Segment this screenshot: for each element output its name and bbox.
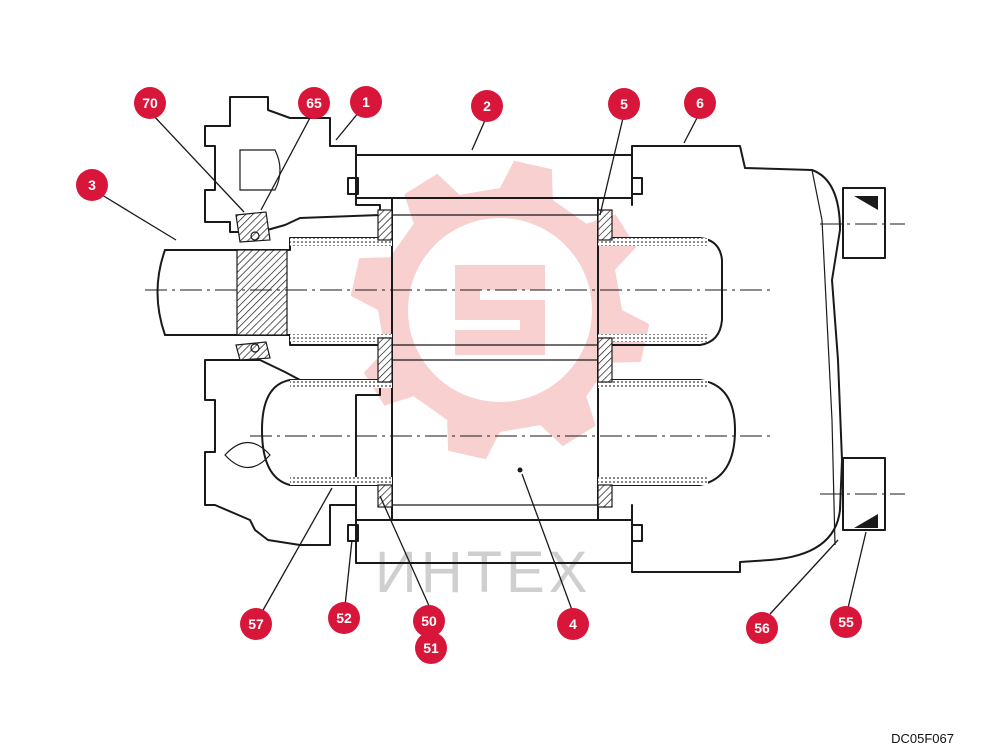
- driven-shaft: [261, 379, 736, 486]
- callout-65: 65: [298, 87, 330, 119]
- svg-text:2: 2: [483, 98, 491, 114]
- callout-6: 6: [684, 87, 716, 119]
- callout-2: 2: [471, 90, 503, 122]
- svg-text:6: 6: [696, 95, 704, 111]
- drawing-code: DC05F067: [891, 731, 954, 746]
- callout-51: 51: [415, 632, 447, 664]
- svg-text:56: 56: [754, 620, 770, 636]
- callout-57: 57: [240, 608, 272, 640]
- svg-text:1: 1: [362, 94, 370, 110]
- seals: [235, 209, 613, 508]
- callout-5: 5: [608, 88, 640, 120]
- callout-55: 55: [830, 606, 862, 638]
- drive-shaft: [156, 237, 723, 346]
- svg-text:57: 57: [248, 616, 264, 632]
- leader-lines: [101, 111, 867, 615]
- callout-52: 52: [328, 602, 360, 634]
- callout-56: 56: [746, 612, 778, 644]
- callout-1: 1: [350, 86, 382, 118]
- callout-3: 3: [76, 169, 108, 201]
- svg-text:70: 70: [142, 95, 158, 111]
- watermark-text: ИНТЕХ: [375, 540, 591, 605]
- callout-4: 4: [557, 608, 589, 640]
- svg-text:55: 55: [838, 614, 854, 630]
- port-plugs: [842, 187, 886, 531]
- svg-text:52: 52: [336, 610, 352, 626]
- svg-text:50: 50: [421, 613, 437, 629]
- svg-text:65: 65: [306, 95, 322, 111]
- callout-50: 50: [413, 605, 445, 637]
- svg-text:51: 51: [423, 640, 439, 656]
- svg-text:3: 3: [88, 177, 96, 193]
- watermark-gear-icon: [350, 160, 650, 460]
- callout-70: 70: [134, 87, 166, 119]
- svg-text:4: 4: [569, 616, 577, 632]
- svg-text:5: 5: [620, 96, 628, 112]
